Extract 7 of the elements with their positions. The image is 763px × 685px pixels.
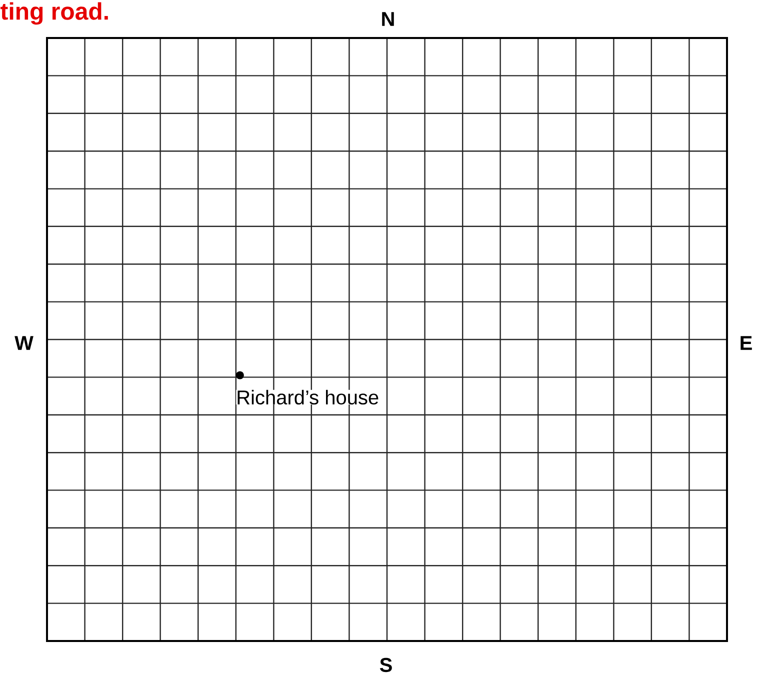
compass-label: N [382,12,394,26]
compass-label: S [380,658,392,672]
compass-label: E [740,336,752,350]
compass-label: W [14,336,34,350]
place-label: Richard’s house [236,390,380,405]
heading: ting road. [0,2,108,25]
point-marker [236,371,244,380]
